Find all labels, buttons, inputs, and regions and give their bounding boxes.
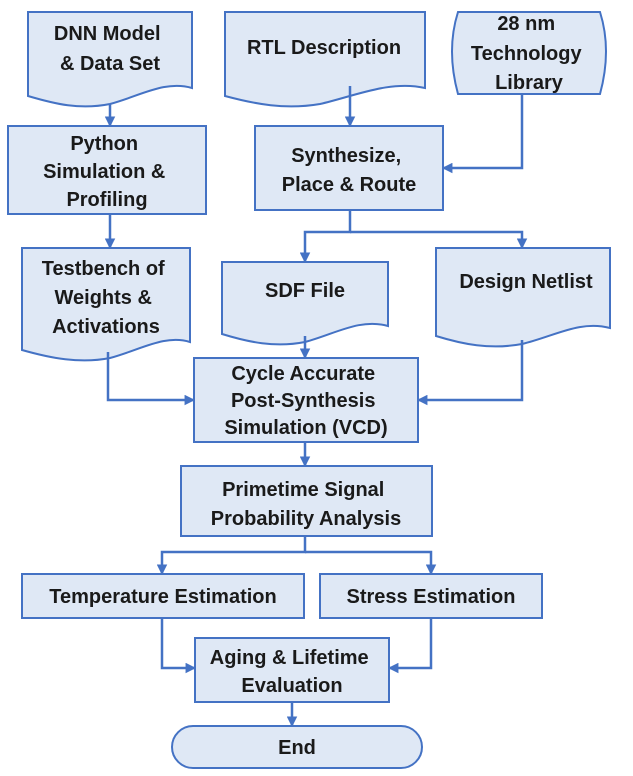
rtl-description-label: RTL Description (247, 37, 401, 59)
primetime-label: Primetime Signal Probability Analysis (211, 479, 401, 530)
stress-estimation-label: Stress Estimation (347, 586, 516, 608)
synthesize-process-shape (254, 125, 444, 211)
sdf-file-document-shape (221, 261, 389, 346)
arrow-stress-to-aging (387, 618, 433, 674)
arrow-synthesize-to-netlist (350, 230, 528, 250)
testbench-label: Testbench of Weights & Activations (42, 258, 171, 338)
aging-lifetime-process-shape (194, 637, 390, 703)
technology-library-storage-shape (451, 11, 607, 95)
arrow-primetime-to-stress (305, 550, 437, 576)
testbench-document-shape (21, 247, 191, 362)
aging-lifetime-label: Aging & Lifetime Evaluation (210, 647, 374, 697)
rtl-description-document-shape (224, 11, 426, 108)
arrow-techlib-to-synthesize (441, 94, 524, 174)
stress-estimation-process-shape (319, 573, 543, 619)
python-simulation-label: Python Simulation & Profiling (43, 133, 171, 211)
design-netlist-document-shape (435, 247, 611, 348)
synthesize-label: Synthesize, Place & Route (282, 145, 416, 196)
dnn-model-document-shape (27, 11, 193, 108)
technology-library-label: 28 nm Technology Library (471, 13, 587, 94)
dnn-model-label: DNN Model & Data Set (54, 23, 166, 75)
sdf-file-label: SDF File (265, 280, 345, 302)
arrow-synthesize-to-sdf (299, 210, 352, 264)
arrow-temperature-to-aging (160, 618, 197, 674)
cycle-accurate-label: Cycle Accurate Post-Synthesis Simulation… (224, 363, 387, 439)
python-simulation-process-shape (7, 125, 207, 215)
design-netlist-label: Design Netlist (459, 271, 593, 293)
primetime-process-shape (180, 465, 433, 537)
arrow-primetime-to-temperature (156, 536, 307, 576)
arrow-netlist-to-cycle (416, 340, 524, 406)
end-label: End (278, 737, 316, 759)
arrow-testbench-to-cycle (106, 352, 196, 406)
temperature-estimation-label: Temperature Estimation (49, 586, 276, 608)
